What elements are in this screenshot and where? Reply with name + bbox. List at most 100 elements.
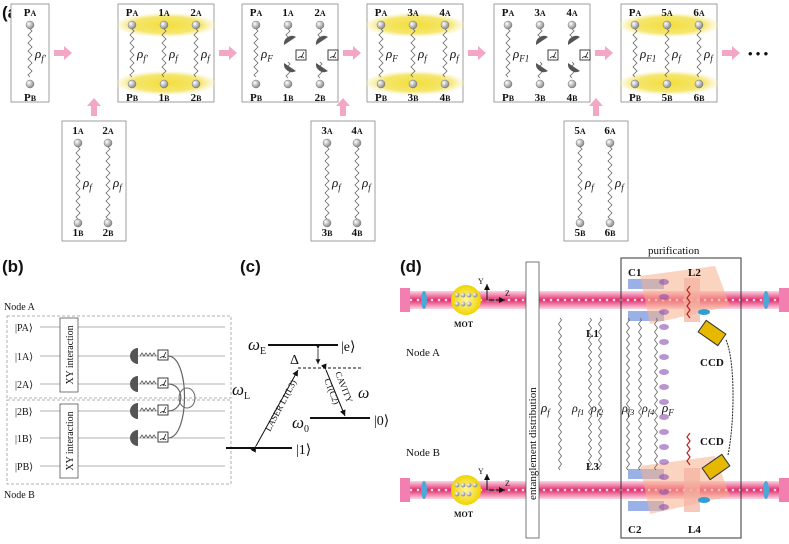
atom-bottom bbox=[535, 79, 545, 89]
node-label-bottom: PB bbox=[126, 92, 139, 104]
atom-bottom bbox=[283, 79, 293, 89]
rho-label: ρF1 bbox=[512, 46, 529, 63]
entanglement-link bbox=[558, 317, 562, 471]
panel-label-c: (c) bbox=[240, 257, 261, 276]
lattice-site bbox=[659, 354, 669, 360]
process-arrow-up bbox=[336, 98, 350, 116]
atom-bottom bbox=[251, 79, 261, 89]
purification-label: purification bbox=[648, 245, 700, 257]
lattice-site bbox=[659, 429, 669, 435]
ket-label: |1A⟩ bbox=[15, 352, 33, 363]
node-a-frame bbox=[6, 315, 232, 399]
ket-label: |2B⟩ bbox=[15, 407, 33, 418]
xy-interaction-label-a: XY interaction bbox=[65, 325, 76, 384]
process-arrow-right bbox=[722, 46, 740, 60]
beam-node bbox=[556, 298, 560, 302]
beam-node bbox=[514, 488, 518, 492]
node-b-label: Node B bbox=[4, 490, 35, 501]
cavity-mirror-bottom bbox=[628, 501, 664, 511]
node-b-label: Node B bbox=[406, 447, 440, 459]
photon-wave bbox=[686, 285, 691, 319]
entanglement-frame bbox=[525, 261, 540, 539]
beam-node bbox=[591, 298, 595, 302]
xy-interaction-box-b bbox=[59, 403, 79, 479]
mot-cloud bbox=[451, 475, 481, 505]
trapped-atom bbox=[454, 482, 460, 488]
entanglement-link bbox=[324, 146, 330, 220]
trapped-atom bbox=[472, 292, 478, 298]
node-label-bottom: 2B bbox=[191, 92, 203, 104]
omega-0-label: ω0 bbox=[292, 413, 309, 435]
beam-node bbox=[605, 488, 609, 492]
process-arrow-up bbox=[589, 98, 603, 116]
node-label-top: 2A bbox=[190, 7, 202, 19]
entanglement-link bbox=[664, 28, 670, 78]
entanglement-distribution-label: entanglement distribution bbox=[527, 387, 539, 500]
node-label-bottom: PB bbox=[502, 92, 515, 104]
node-label-top: 6A bbox=[604, 125, 616, 137]
entanglement-link bbox=[654, 317, 658, 471]
entanglement-link bbox=[193, 28, 199, 78]
beam-node bbox=[745, 298, 749, 302]
xy-interaction-label-b: XY interaction bbox=[65, 411, 76, 470]
beam-node bbox=[542, 488, 546, 492]
ccd-link bbox=[725, 339, 734, 456]
photon-wave bbox=[139, 380, 157, 385]
node-label-top: 2A bbox=[102, 125, 114, 137]
beam-node bbox=[612, 298, 616, 302]
beam-node bbox=[409, 488, 413, 492]
mot-cloud bbox=[451, 285, 481, 315]
box-frame bbox=[61, 120, 127, 242]
entanglement-link bbox=[696, 28, 702, 78]
meter-box bbox=[157, 431, 169, 443]
lattice-site bbox=[659, 399, 669, 405]
meter-arc bbox=[159, 438, 167, 441]
atom-bottom bbox=[575, 218, 585, 228]
axis-y-label: Y bbox=[478, 467, 484, 476]
beam-node bbox=[521, 488, 525, 492]
mot-label: MOT bbox=[454, 320, 474, 329]
ccd-camera-a bbox=[697, 319, 727, 347]
lens-icon bbox=[763, 481, 769, 499]
beam-node bbox=[577, 298, 581, 302]
classical-link bbox=[167, 383, 182, 412]
detector-icon bbox=[130, 348, 138, 364]
lens-icon bbox=[421, 481, 427, 499]
beam-node bbox=[633, 488, 637, 492]
node-b-frame bbox=[6, 399, 232, 485]
meter-box bbox=[157, 349, 169, 361]
meter-box bbox=[327, 49, 339, 61]
omega-l-label: ωL bbox=[232, 380, 250, 402]
measurement-icon bbox=[157, 349, 169, 361]
meter-needle bbox=[162, 433, 167, 441]
entanglement-link bbox=[505, 28, 511, 78]
lattice-site bbox=[659, 339, 669, 345]
addressing-beam bbox=[684, 278, 700, 322]
atom-bottom bbox=[630, 79, 640, 89]
atom-bottom bbox=[352, 218, 362, 228]
atom-bottom bbox=[73, 218, 83, 228]
atom-top bbox=[103, 138, 113, 148]
photon-wave bbox=[139, 352, 157, 357]
node-label-bottom: 4B bbox=[440, 92, 452, 104]
node-label-top: 1A bbox=[72, 125, 84, 137]
trapped-atom bbox=[466, 301, 472, 307]
beam-node bbox=[542, 298, 546, 302]
atom-bottom bbox=[127, 79, 137, 89]
beam-node bbox=[577, 488, 581, 492]
c2-label: C2 bbox=[628, 524, 642, 536]
rho-label: ρf bbox=[168, 46, 179, 63]
atom-top bbox=[440, 20, 450, 30]
detector-icon bbox=[283, 63, 296, 73]
atom-bottom bbox=[440, 79, 450, 89]
box-frame bbox=[310, 120, 376, 242]
lattice-site bbox=[659, 459, 669, 465]
beam-node bbox=[612, 488, 616, 492]
entanglement-link bbox=[607, 146, 613, 220]
omega-e-label: ωE bbox=[248, 335, 266, 357]
beam-node bbox=[773, 488, 777, 492]
detector-lens bbox=[698, 497, 710, 503]
rho-f2-label: ρf2 bbox=[590, 401, 603, 417]
